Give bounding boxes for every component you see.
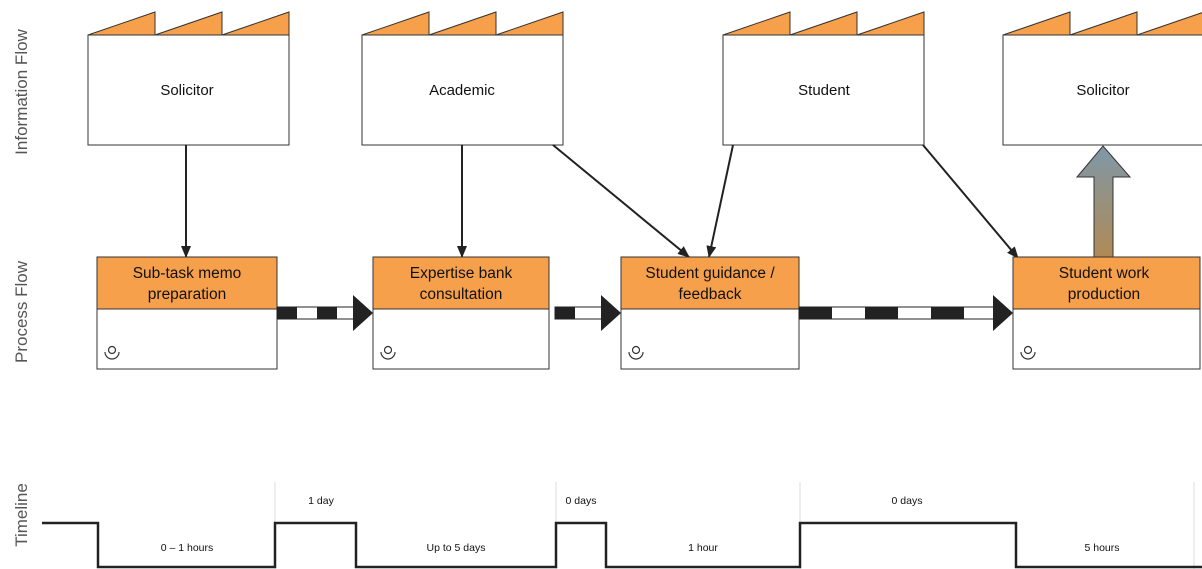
info-arrow-student-to-guidance [706, 144, 734, 258]
operator-icon [1020, 345, 1036, 360]
process-time-4: 5 hours [1084, 542, 1119, 554]
process-label-line1: Sub-task memo [133, 265, 242, 282]
process-label-line1: Student work [1059, 265, 1150, 282]
entity-academic: Academic [361, 11, 564, 146]
wait-time-3: 0 days [892, 495, 923, 507]
upward-flow-arrow [1075, 145, 1132, 258]
entity-label: Academic [429, 82, 495, 99]
timeline-step-line [42, 521, 1202, 569]
push-arrow-1 [276, 295, 373, 331]
process-label-line2: production [1068, 286, 1140, 303]
process-label-line1: Expertise bank [410, 265, 513, 282]
process-time-1: 0 – 1 hours [161, 542, 214, 554]
process-label-line2: preparation [148, 286, 226, 303]
process-label-line1: Student guidance / [645, 265, 775, 282]
entity-label: Student [798, 82, 851, 99]
info-arrow-student-to-production [922, 144, 1019, 259]
process-label-line2: consultation [420, 286, 503, 303]
info-arrow-academic-to-guidance [552, 144, 690, 258]
process-sub-task-memo: Sub-task memo preparation [96, 256, 278, 370]
operator-icon [628, 345, 644, 360]
information-flow-label: Information Flow [12, 28, 31, 154]
process-label-line2: feedback [679, 286, 742, 303]
entity-label: Solicitor [160, 82, 213, 99]
entity-solicitor-1: Solicitor [87, 11, 290, 146]
operator-icon [104, 345, 120, 360]
push-arrow-3 [798, 295, 1013, 331]
wait-time-1: 1 day [308, 495, 334, 507]
process-student-guidance: Student guidance / feedback [620, 256, 800, 370]
process-time-3: 1 hour [688, 542, 718, 554]
process-student-work: Student work production [1012, 256, 1201, 370]
entity-solicitor-2: Solicitor [1002, 11, 1202, 146]
entity-student: Student [722, 11, 925, 146]
operator-icon [380, 345, 396, 360]
entity-label: Solicitor [1076, 82, 1129, 99]
process-time-2: Up to 5 days [427, 542, 486, 554]
timeline-label: Timeline [12, 483, 31, 547]
timeline: 0 – 1 hours Up to 5 days 1 hour 5 hours … [42, 482, 1202, 569]
push-arrow-2 [554, 295, 621, 331]
process-expertise-bank: Expertise bank consultation [372, 256, 550, 370]
process-flow-label: Process Flow [12, 260, 31, 363]
wait-time-2: 0 days [566, 495, 597, 507]
